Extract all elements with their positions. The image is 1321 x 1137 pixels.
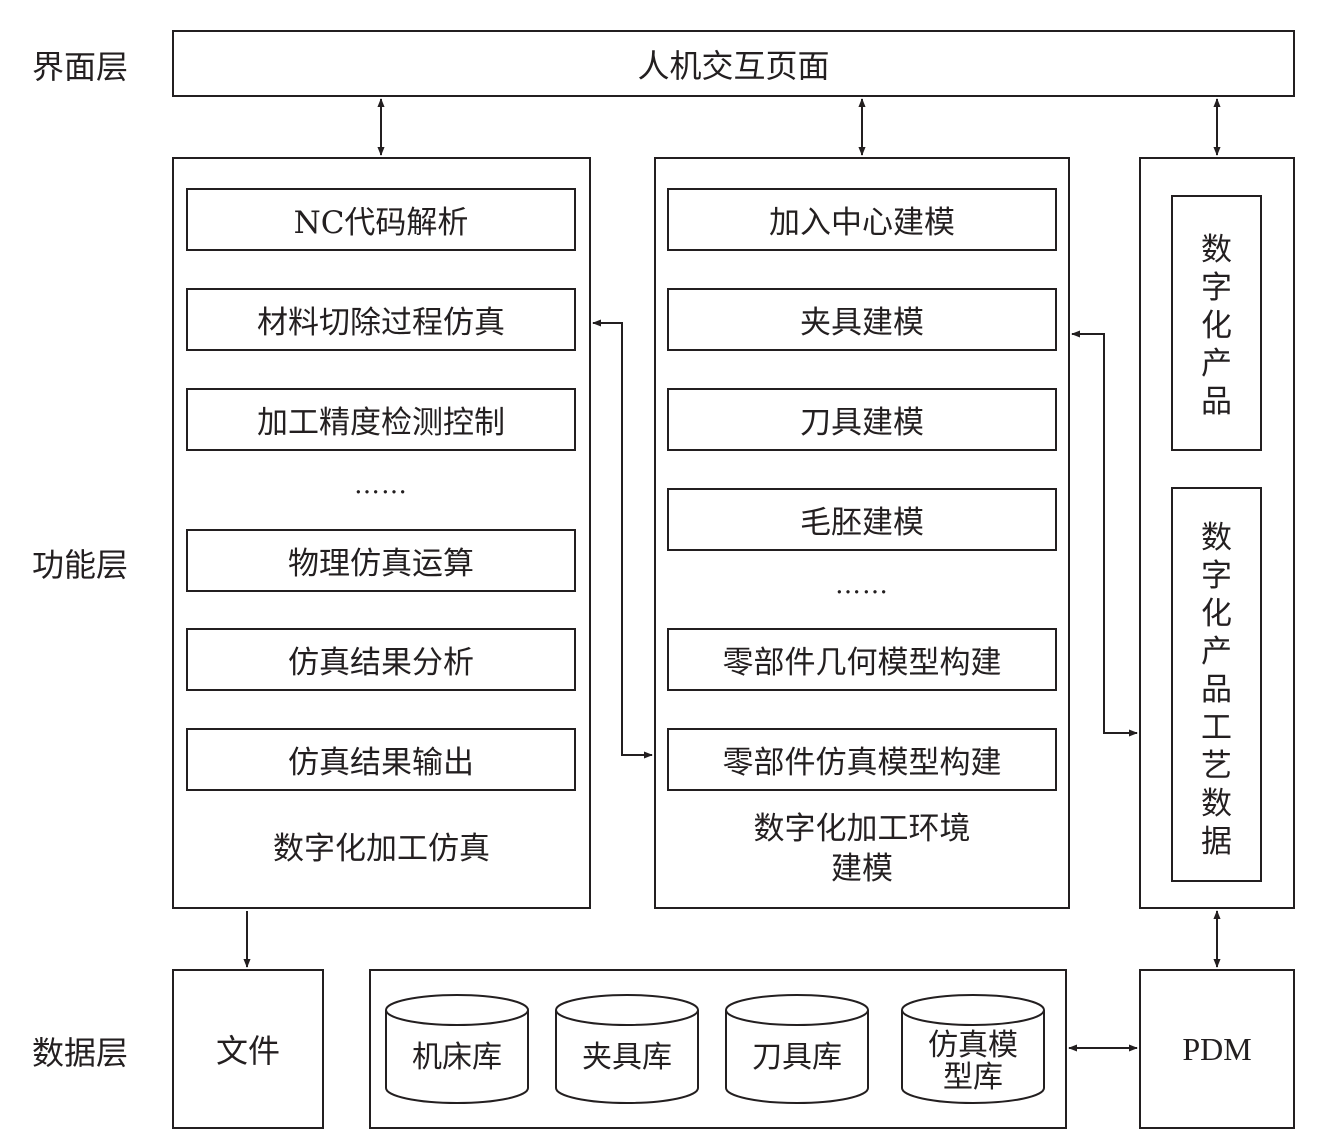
sim-model-db-label-line1: 仿真模 xyxy=(928,1028,1018,1063)
sim-ellipsis: …… xyxy=(354,470,408,500)
function-layer-label: 功能层 xyxy=(32,546,129,584)
sim-item-nc-parse: NC代码解析 xyxy=(186,188,576,251)
fixture-db-icon xyxy=(555,994,699,1104)
env-item-center: 加入中心建模 xyxy=(667,188,1057,251)
cutter-db-label: 刀具库 xyxy=(752,1040,842,1075)
file-box xyxy=(172,969,324,1129)
pdm-label: PDM xyxy=(1182,1030,1252,1067)
env-item-geometry: 零部件几何模型构建 xyxy=(667,628,1057,691)
sim-item-precision-control: 加工精度检测控制 xyxy=(186,388,576,451)
hmi-page-label: 人机交互页面 xyxy=(637,46,830,85)
product-module xyxy=(1139,157,1295,909)
data-layer-label: 数据层 xyxy=(32,1034,129,1072)
arrow-environment-product xyxy=(1071,330,1138,737)
fixture-db-label: 夹具库 xyxy=(582,1040,672,1075)
interface-layer-label: 界面层 xyxy=(32,48,129,86)
sim-model-db-label-line2: 型库 xyxy=(943,1060,1003,1095)
hmi-page-box: 人机交互页面 xyxy=(172,30,1295,97)
process-data-label: 数字化产品工艺数据 xyxy=(1201,520,1232,860)
sim-item-analysis: 仿真结果分析 xyxy=(186,628,576,691)
sim-item-physics: 物理仿真运算 xyxy=(186,529,576,592)
sim-model-db-icon xyxy=(901,994,1045,1104)
machine-tool-db-label: 机床库 xyxy=(412,1040,502,1075)
environment-caption: 数字化加工环境 建模 xyxy=(654,809,1070,889)
pdm-box xyxy=(1139,969,1295,1129)
process-data-box: 数字化产品工艺数据 xyxy=(1171,487,1262,882)
file-label: 文件 xyxy=(215,1032,280,1070)
environment-caption-line1: 数字化加工环境 xyxy=(753,811,971,847)
env-ellipsis: …… xyxy=(835,570,889,600)
env-item-fixture: 夹具建模 xyxy=(667,288,1057,351)
env-item-tool: 刀具建模 xyxy=(667,388,1057,451)
environment-caption-line2: 建模 xyxy=(831,851,893,887)
machine-tool-db-icon xyxy=(385,994,529,1104)
digital-product-label: 数字化产品 xyxy=(1201,232,1232,420)
simulation-caption: 数字化加工仿真 xyxy=(273,831,490,867)
sim-model-db-label: 仿真模 型库 xyxy=(902,1026,1044,1098)
cutter-db-icon xyxy=(725,994,869,1104)
env-item-blank: 毛胚建模 xyxy=(667,488,1057,551)
env-item-sim-model: 零部件仿真模型构建 xyxy=(667,728,1057,791)
digital-product-box: 数字化产品 xyxy=(1171,195,1262,451)
sim-item-output: 仿真结果输出 xyxy=(186,728,576,791)
sim-item-material-removal: 材料切除过程仿真 xyxy=(186,288,576,351)
arrow-simulation-environment xyxy=(592,319,653,759)
